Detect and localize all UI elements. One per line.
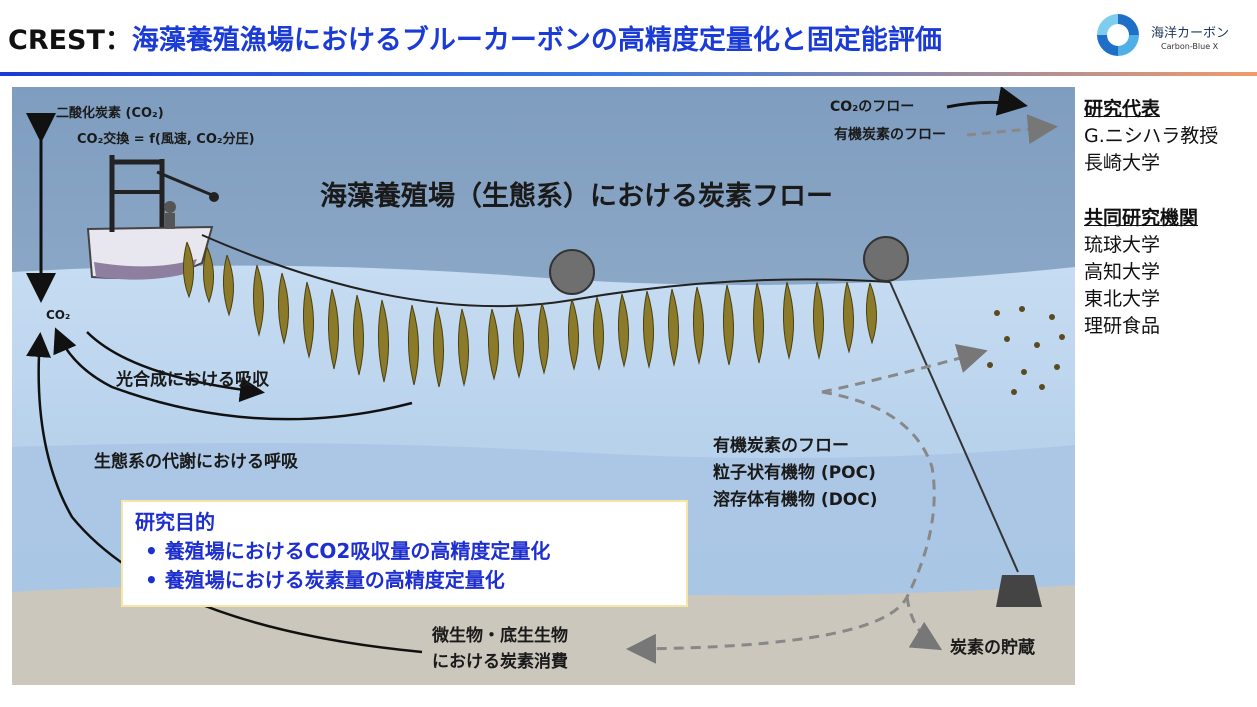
photosynthesis-arrow (86, 331, 265, 403)
joint-heading: 共同研究機関 (1084, 207, 1199, 229)
poc-label: 粒子状有機物 (POC) (713, 462, 876, 483)
boat-icon (86, 155, 219, 280)
legend-organic-label: 有機炭素のフロー (834, 126, 946, 143)
microbe-label-2: における炭素消費 (432, 651, 568, 672)
doc-label: 溶存体有機物 (DOC) (713, 489, 878, 510)
diagram-main-title: 海藻養殖場（生態系）における炭素フロー (320, 180, 833, 212)
joint-item: 琉球大学 (1084, 234, 1161, 256)
respiration-label: 生態系の代謝における呼吸 (94, 451, 299, 472)
particles-icon (987, 306, 1065, 395)
organic-to-particles-arrow (821, 343, 988, 394)
co2-air-label: 二酸化炭素 (CO₂) (56, 105, 164, 121)
purpose-item: • 養殖場におけるCO2吸収量の高精度定量化 (145, 539, 551, 563)
logo: 海洋カーボン Carbon-Blue X (1093, 10, 1253, 62)
header-rule (0, 72, 1257, 76)
anchor-icon (996, 575, 1042, 607)
joint-item: 理研食品 (1084, 315, 1161, 337)
legend-co2-label: CO₂のフロー (830, 99, 914, 115)
research-purpose-box: 研究目的 • 養殖場におけるCO2吸収量の高精度定量化 • 養殖場における炭素量… (121, 500, 688, 607)
joint-item: 東北大学 (1084, 288, 1161, 310)
storage-label: 炭素の貯蔵 (950, 637, 1035, 658)
seabed-sand (12, 583, 1075, 685)
joint-item: 高知大学 (1084, 261, 1161, 283)
rep-affiliation: 長崎大学 (1084, 152, 1161, 174)
consumption-arrow (26, 332, 423, 654)
logo-name: 海洋カーボン (1151, 26, 1230, 41)
logo-subtitle: Carbon-Blue X (1161, 42, 1219, 51)
purpose-item: • 養殖場における炭素量の高精度定量化 (145, 568, 505, 592)
rep-name: G.ニシハラ教授 (1084, 125, 1219, 147)
co2-exchange-label: CO₂交換 = f(風速, CO₂分圧) (77, 131, 255, 147)
title-main: 海藻養殖漁場におけるブルーカーボンの高精度定量化と固定能評価 (131, 25, 942, 56)
organic-to-microbe-arrow (626, 390, 936, 664)
co2-label: CO₂ (46, 308, 70, 322)
title-prefix: CREST： (8, 25, 132, 56)
organic-flow-label: 有機炭素のフロー (713, 435, 849, 456)
seaweed-icon (183, 241, 877, 388)
microbe-label-1: 微生物・底生生物 (431, 625, 568, 646)
logo-swirl-icon (1097, 14, 1139, 56)
rep-heading: 研究代表 (1084, 98, 1161, 120)
page-title: CREST：海藻養殖漁場におけるブルーカーボンの高精度定量化と固定能評価 (8, 18, 942, 57)
buoy-icon (549, 236, 909, 295)
legend-co2-arrow (946, 87, 1028, 116)
storage-arrow (905, 596, 943, 651)
purpose-heading: 研究目的 (135, 510, 215, 534)
legend-organic-arrow (966, 114, 1058, 145)
photosynthesis-label: 光合成における吸収 (115, 369, 270, 390)
respiration-arrow (53, 327, 413, 421)
sidebar: 研究代表 G.ニシハラ教授 長崎大学 共同研究機関 琉球大学 高知大学 東北大学… (1084, 96, 1257, 340)
header: CREST：海藻養殖漁場におけるブルーカーボンの高精度定量化と固定能評価 海洋カ… (0, 0, 1257, 74)
